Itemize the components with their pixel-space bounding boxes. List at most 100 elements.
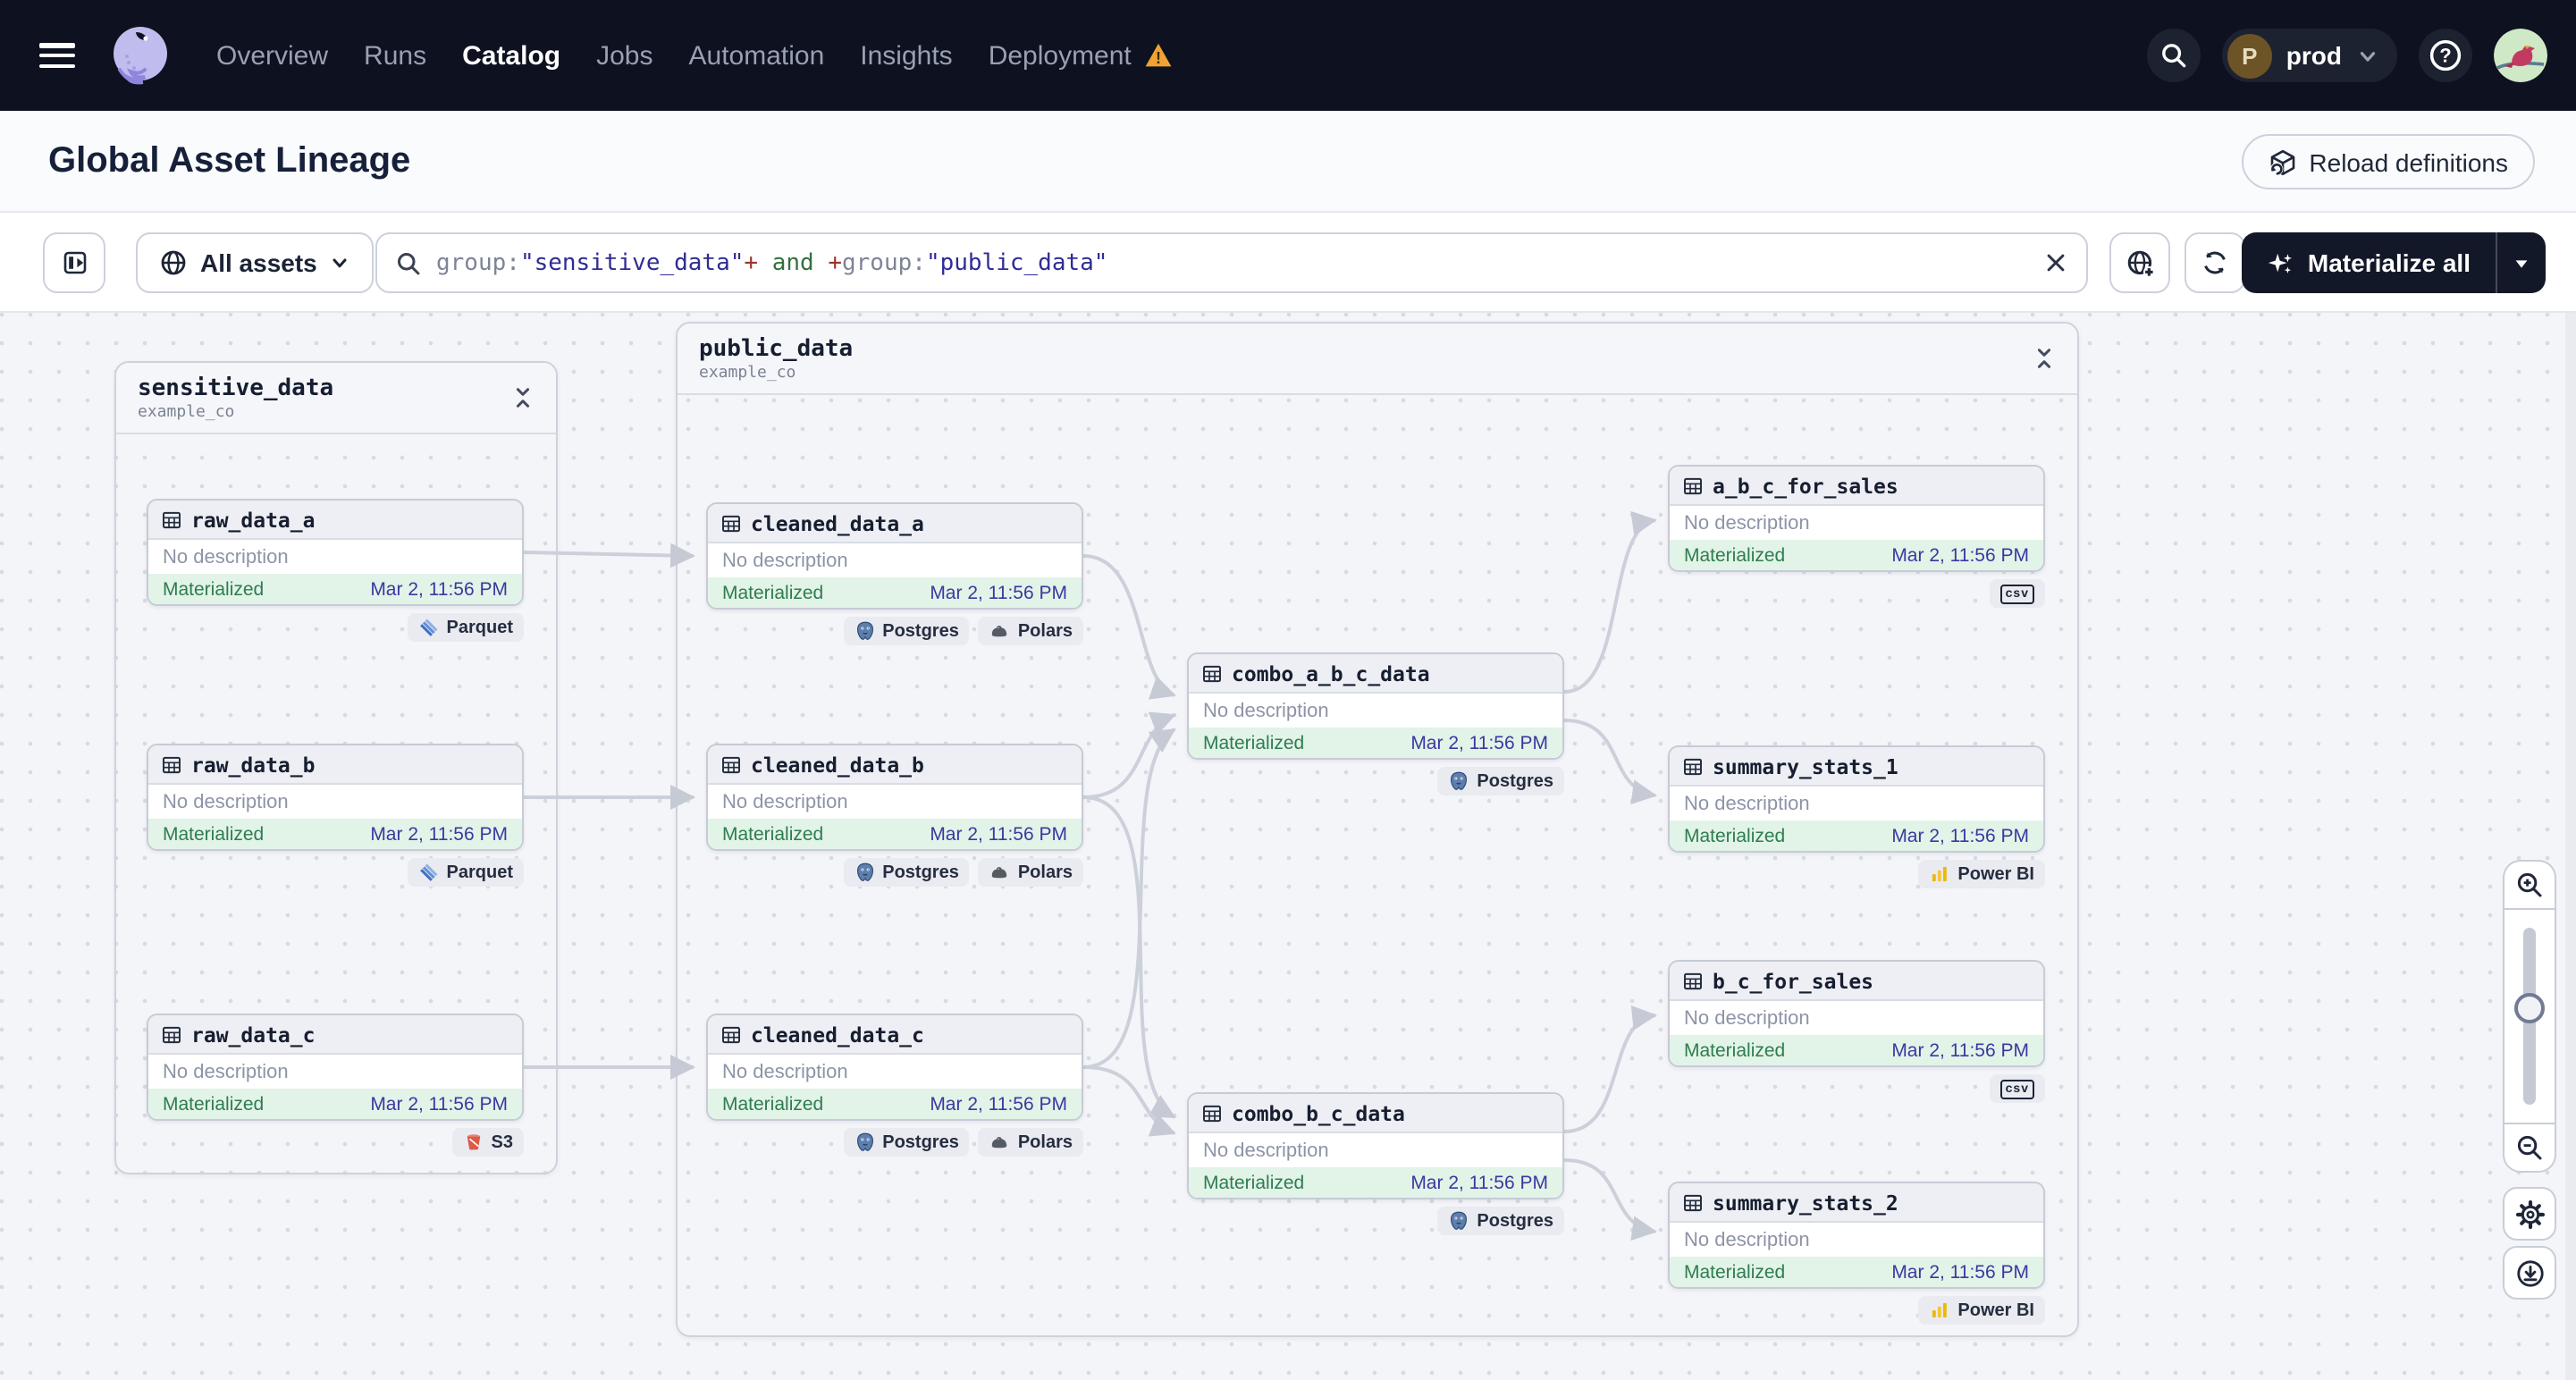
zoom-in-button[interactable] bbox=[2504, 862, 2555, 910]
zoom-panel bbox=[2503, 860, 2556, 1173]
nav-item-catalog[interactable]: Catalog bbox=[462, 40, 560, 71]
asset-node-cleaned_data_c[interactable]: cleaned_data_c No description Materializ… bbox=[706, 1014, 1083, 1121]
zoom-slider[interactable] bbox=[2504, 910, 2555, 1123]
asset-name: raw_data_a bbox=[191, 507, 316, 532]
reload-definitions-label: Reload definitions bbox=[2309, 147, 2508, 176]
nav-item-automation[interactable]: Automation bbox=[689, 40, 825, 71]
nav-item-insights[interactable]: Insights bbox=[860, 40, 952, 71]
nav-item-deployment[interactable]: Deployment! bbox=[989, 40, 1173, 71]
view-lineage-scope-button[interactable] bbox=[2109, 232, 2170, 293]
materialize-options-button[interactable] bbox=[2496, 232, 2546, 293]
parquet-icon bbox=[418, 862, 440, 883]
tag-polars[interactable]: Polars bbox=[978, 1128, 1083, 1157]
tag-postgres[interactable]: Postgres bbox=[843, 1128, 970, 1157]
status-badge: Materialized bbox=[1203, 733, 1305, 754]
asset-node-header: raw_data_a bbox=[148, 501, 522, 540]
asset-description: No description bbox=[1670, 787, 2043, 820]
collapse-group-icon[interactable] bbox=[511, 386, 535, 409]
group-header-sensitive_data[interactable]: sensitive_data example_co bbox=[116, 363, 556, 434]
tag-label: Polars bbox=[1017, 862, 1073, 882]
group-header-public_data[interactable]: public_data example_co bbox=[678, 324, 2077, 395]
tag-postgres[interactable]: Postgres bbox=[1437, 1207, 1564, 1235]
asset-description: No description bbox=[1670, 1223, 2043, 1257]
zoom-out-button[interactable] bbox=[2504, 1123, 2555, 1171]
tag-label: Polars bbox=[1017, 621, 1073, 641]
asset-node-summary_stats_1[interactable]: summary_stats_1 No description Materiali… bbox=[1668, 745, 2045, 853]
tag-label: Postgres bbox=[1477, 771, 1553, 791]
asset-status-row: Materialized Mar 2, 11:56 PM bbox=[708, 819, 1082, 849]
clear-search-icon[interactable] bbox=[2043, 250, 2068, 275]
asset-name: cleaned_data_c bbox=[751, 1022, 924, 1047]
tag-postgres[interactable]: Postgres bbox=[843, 617, 970, 645]
asset-node-cleaned_data_b[interactable]: cleaned_data_b No description Materializ… bbox=[706, 744, 1083, 851]
asset-node-combo_b_c_data[interactable]: combo_b_c_data No description Materializ… bbox=[1187, 1092, 1564, 1199]
nav-item-runs[interactable]: Runs bbox=[364, 40, 426, 71]
asset-description: No description bbox=[1670, 1001, 2043, 1035]
reload-cube-icon bbox=[2269, 148, 2294, 175]
asset-node-header: summary_stats_1 bbox=[1670, 747, 2043, 787]
graph-settings-button[interactable] bbox=[2503, 1187, 2556, 1241]
asset-group-public_data: public_data example_co bbox=[676, 322, 2079, 1337]
asset-node-b_c_for_sales[interactable]: b_c_for_sales No description Materialize… bbox=[1668, 960, 2045, 1067]
tag-polars[interactable]: Polars bbox=[978, 858, 1083, 887]
asset-status-row: Materialized Mar 2, 11:56 PM bbox=[1670, 540, 2043, 570]
nav-item-label: Overview bbox=[216, 40, 329, 71]
lineage-canvas[interactable]: sensitive_data example_co public_data ex… bbox=[0, 313, 2576, 1380]
refresh-button[interactable] bbox=[2185, 232, 2245, 293]
table-icon bbox=[1203, 1104, 1221, 1122]
tag-csv[interactable]: csv bbox=[1989, 579, 2045, 608]
tag-s3[interactable]: S3 bbox=[451, 1128, 524, 1157]
user-avatar[interactable] bbox=[2494, 29, 2547, 82]
nav-item-label: Deployment bbox=[988, 40, 1132, 71]
gear-icon bbox=[2514, 1199, 2545, 1229]
collapse-group-icon[interactable] bbox=[2033, 347, 2056, 370]
tag-csv[interactable]: csv bbox=[1989, 1074, 2045, 1103]
menu-icon[interactable] bbox=[39, 43, 75, 68]
status-timestamp: Mar 2, 11:56 PM bbox=[1891, 545, 2029, 567]
nav-item-jobs[interactable]: Jobs bbox=[596, 40, 652, 71]
materialize-all-button[interactable]: Materialize all bbox=[2241, 232, 2546, 293]
asset-search-input[interactable]: group:"sensitive_data"+ and +group:"publ… bbox=[375, 232, 2088, 293]
asset-node-summary_stats_2[interactable]: summary_stats_2 No description Materiali… bbox=[1668, 1182, 2045, 1289]
download-image-button[interactable] bbox=[2503, 1246, 2556, 1300]
tag-postgres[interactable]: Postgres bbox=[1437, 767, 1564, 795]
table-icon bbox=[722, 1025, 740, 1043]
help-icon[interactable]: ? bbox=[2419, 29, 2472, 82]
asset-node-raw_data_b[interactable]: raw_data_b No description Materialized M… bbox=[147, 744, 524, 851]
tag-parquet[interactable]: Parquet bbox=[407, 613, 524, 642]
asset-status-row: Materialized Mar 2, 11:56 PM bbox=[1670, 1257, 2043, 1287]
top-nav: Overview Runs Catalog Jobs Automation Insight… bbox=[0, 0, 2576, 111]
asset-node-header: raw_data_b bbox=[148, 745, 522, 785]
asset-name: a_b_c_for_sales bbox=[1713, 473, 1898, 498]
search-icon[interactable] bbox=[2146, 29, 2201, 82]
zoom-slider-handle[interactable] bbox=[2514, 992, 2545, 1023]
dagster-logo-icon[interactable] bbox=[107, 22, 173, 88]
tag-postgres[interactable]: Postgres bbox=[843, 858, 970, 887]
tag-polars[interactable]: Polars bbox=[978, 617, 1083, 645]
reload-definitions-button[interactable]: Reload definitions bbox=[2241, 134, 2535, 189]
chevron-down-icon bbox=[333, 258, 348, 268]
nav-item-overview[interactable]: Overview bbox=[216, 40, 328, 71]
tag-label: Postgres bbox=[882, 1132, 959, 1152]
query-segment-str: "sensitive_data" bbox=[519, 249, 745, 276]
warning-icon: ! bbox=[1145, 43, 1172, 67]
asset-node-cleaned_data_a[interactable]: cleaned_data_a No description Materializ… bbox=[706, 502, 1083, 610]
open-panel-button[interactable] bbox=[43, 232, 105, 293]
tag-powerbi[interactable]: Power BI bbox=[1918, 860, 2045, 888]
asset-node-combo_a_b_c_data[interactable]: combo_a_b_c_data No description Material… bbox=[1187, 652, 1564, 760]
nav-item-label: Runs bbox=[364, 40, 427, 71]
table-icon bbox=[722, 514, 740, 532]
deployment-switcher[interactable]: P prod bbox=[2221, 29, 2397, 82]
asset-scope-dropdown[interactable]: All assets bbox=[136, 232, 375, 293]
tag-parquet[interactable]: Parquet bbox=[407, 858, 524, 887]
asset-description: No description bbox=[708, 1055, 1082, 1089]
asset-node-a_b_c_for_sales[interactable]: a_b_c_for_sales No description Materiali… bbox=[1668, 465, 2045, 572]
tag-powerbi[interactable]: Power BI bbox=[1918, 1296, 2045, 1325]
asset-name: b_c_for_sales bbox=[1713, 968, 1874, 993]
status-badge: Materialized bbox=[722, 824, 824, 846]
asset-status-row: Materialized Mar 2, 11:56 PM bbox=[1670, 820, 2043, 851]
asset-node-raw_data_a[interactable]: raw_data_a No description Materialized M… bbox=[147, 499, 524, 606]
group-title: sensitive_data bbox=[138, 374, 334, 401]
asset-description: No description bbox=[1189, 694, 1562, 728]
asset-node-raw_data_c[interactable]: raw_data_c No description Materialized M… bbox=[147, 1014, 524, 1121]
